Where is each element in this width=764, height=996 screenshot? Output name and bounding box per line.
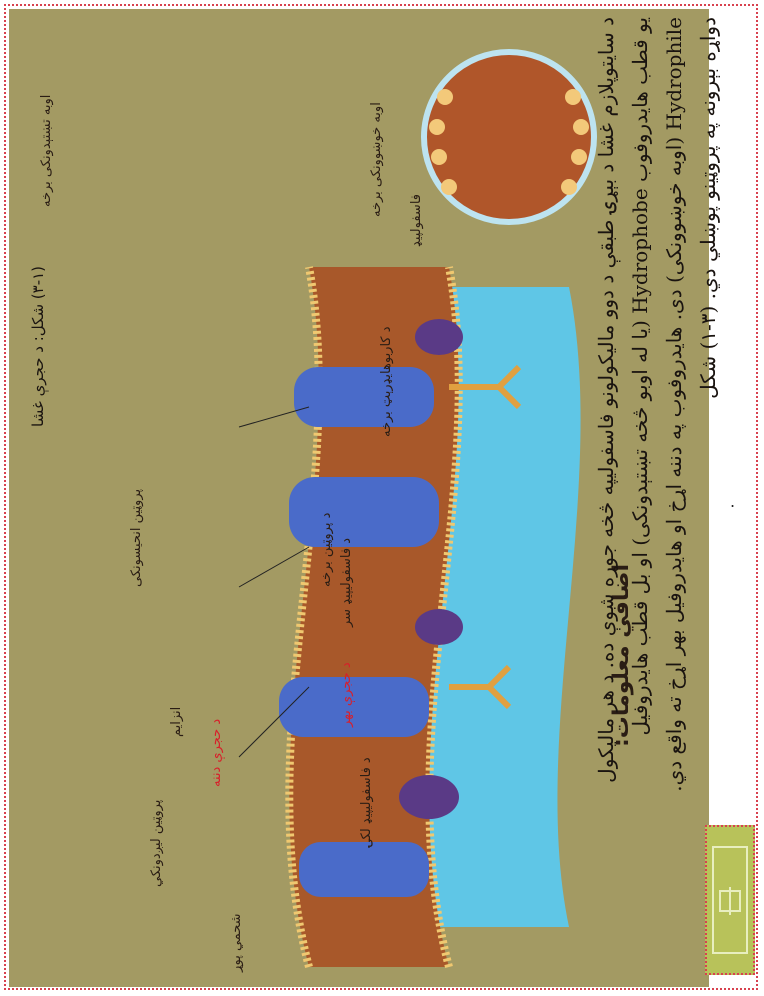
label-transport-protein: پروټين ليږدونکي (149, 800, 164, 887)
label-outer-membrane: د حجرې بهر (339, 662, 354, 727)
label-phospholipid-head: د فاسفولیپیډ سر (339, 538, 354, 627)
label-integral-protein: پروټين انحيسونکی (129, 489, 144, 587)
protein-3 (289, 477, 439, 547)
enzyme-2 (415, 609, 463, 645)
paragraph-line-3: Hydrophile (اوبه خوښوونکی) دی. هايدروفوب… (657, 17, 691, 947)
enzyme-1 (399, 775, 459, 819)
stray-dot: . (730, 492, 735, 511)
book-icon (705, 825, 755, 975)
paragraph-line-2: يو قطب هايدروفوب Hydrophobe (يا له اوبو … (623, 17, 657, 947)
pointer-3 (239, 407, 309, 427)
label-enzyme: انزايم (169, 707, 184, 737)
label-protein-part: د پروټين برخه (319, 513, 334, 587)
label-lipid-layer: شحمي پوړ (229, 913, 244, 972)
label-phospholipid: فاسفولپيډ (409, 194, 424, 247)
info-panel: اضافي معلومات: د سايتوپلازم غشا د بېړۍ ط… (9, 9, 709, 987)
paragraph-line-4: دواړه بېرونه په پروټينو پوښلي دي. (۳-۱) … (691, 17, 725, 947)
protein-1 (299, 842, 429, 897)
label-inner-membrane: د حجرې دننه (209, 719, 224, 787)
label-carbohydrate-part: د کاربوهايډرېټ برخه (379, 326, 394, 437)
pointer-2 (239, 547, 309, 587)
paragraph-line-1: د سايتوپلازم غشا د بېړۍ طبقې د دوو ماليک… (589, 17, 623, 947)
label-hydrophilic-part: اوبه خوښوونکی برخه (369, 102, 384, 217)
info-paragraph: د سايتوپلازم غشا د بېړۍ طبقې د دوو ماليک… (589, 17, 725, 947)
protein-4 (294, 367, 434, 427)
rotated-content: اضافي معلومات: د سايتوپلازم غشا د بېړۍ ط… (9, 9, 709, 987)
label-hydrophobic-part: اوبه تښتېدونکی برخه (39, 95, 54, 207)
protein-2 (279, 677, 429, 737)
enzyme-3 (415, 319, 463, 355)
figure-caption: (۳-۱) شکل: د حجرې غشا (29, 266, 47, 427)
phospholipid-magnifier (424, 52, 594, 222)
cell-membrane-illustration (9, 9, 609, 987)
label-phospholipid-tail: د فاسفولیپیډ لکۍ (359, 757, 374, 847)
